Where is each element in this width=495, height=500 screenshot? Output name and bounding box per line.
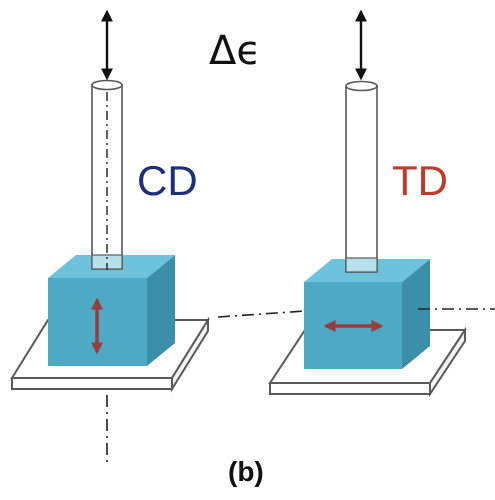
td-axis-line-left [217, 310, 306, 318]
figure-caption: (b) [228, 456, 264, 487]
td-label: TD [392, 157, 448, 204]
td-sample-cube [304, 259, 430, 369]
cd-label: CD [137, 157, 198, 204]
cd-sample-cube [48, 255, 175, 366]
strain-symbol: Δϵ [209, 28, 261, 74]
td-loading-rod [345, 80, 378, 273]
